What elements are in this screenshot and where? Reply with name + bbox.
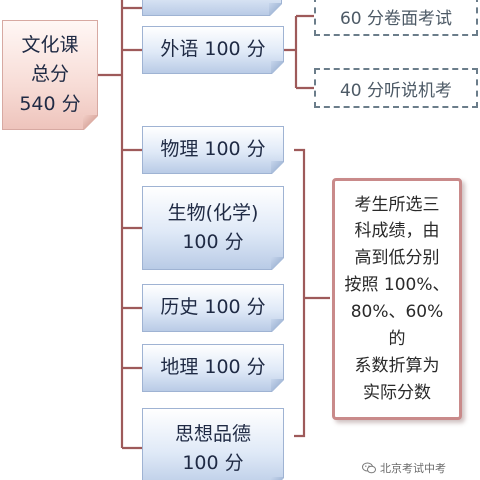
subject-box-history: 历史 100 分 (142, 284, 284, 332)
subject-label: 历史 100 分 (160, 296, 266, 319)
subject-box-physics: 物理 100 分 (142, 126, 284, 174)
wechat-icon (362, 462, 376, 474)
exam-label: 60 分卷面考试 (339, 8, 453, 29)
watermark: 北京考试中考 (362, 460, 446, 476)
subject-box-biology-chemistry: 生物(化学) 100 分 (142, 186, 284, 270)
subject-label: 外语 100 分 (160, 38, 266, 61)
subject-box-geography: 地理 100 分 (142, 344, 284, 392)
subject-label: 思想品德 100 分 (174, 422, 251, 474)
elective-rule-note: 考生所选三 科成绩，由 高到低分别 按照 100%、 80%、60%的 系数折算… (332, 178, 462, 420)
exam-box-listening-speaking: 40 分听说机考 (314, 68, 478, 108)
subject-label: 生物(化学) 100 分 (167, 201, 259, 253)
subject-box-ethics: 思想品德 100 分 (142, 408, 284, 480)
subject-label: 地理 100 分 (160, 356, 266, 379)
total-score-box: 文化课 总分 540 分 (2, 20, 98, 130)
subject-label: 物理 100 分 (160, 138, 266, 161)
subject-box-foreign-language: 外语 100 分 (142, 26, 284, 74)
note-text: 考生所选三 科成绩，由 高到低分别 按照 100%、 80%、60%的 系数折算… (344, 194, 450, 403)
exam-box-written: 60 分卷面考试 (314, 0, 478, 36)
watermark-text: 北京考试中考 (380, 462, 446, 475)
subject-box-partial (142, 0, 282, 16)
exam-label: 40 分听说机考 (339, 80, 453, 101)
page-fold (271, 477, 283, 480)
total-score-label: 文化课 总分 540 分 (19, 33, 81, 115)
